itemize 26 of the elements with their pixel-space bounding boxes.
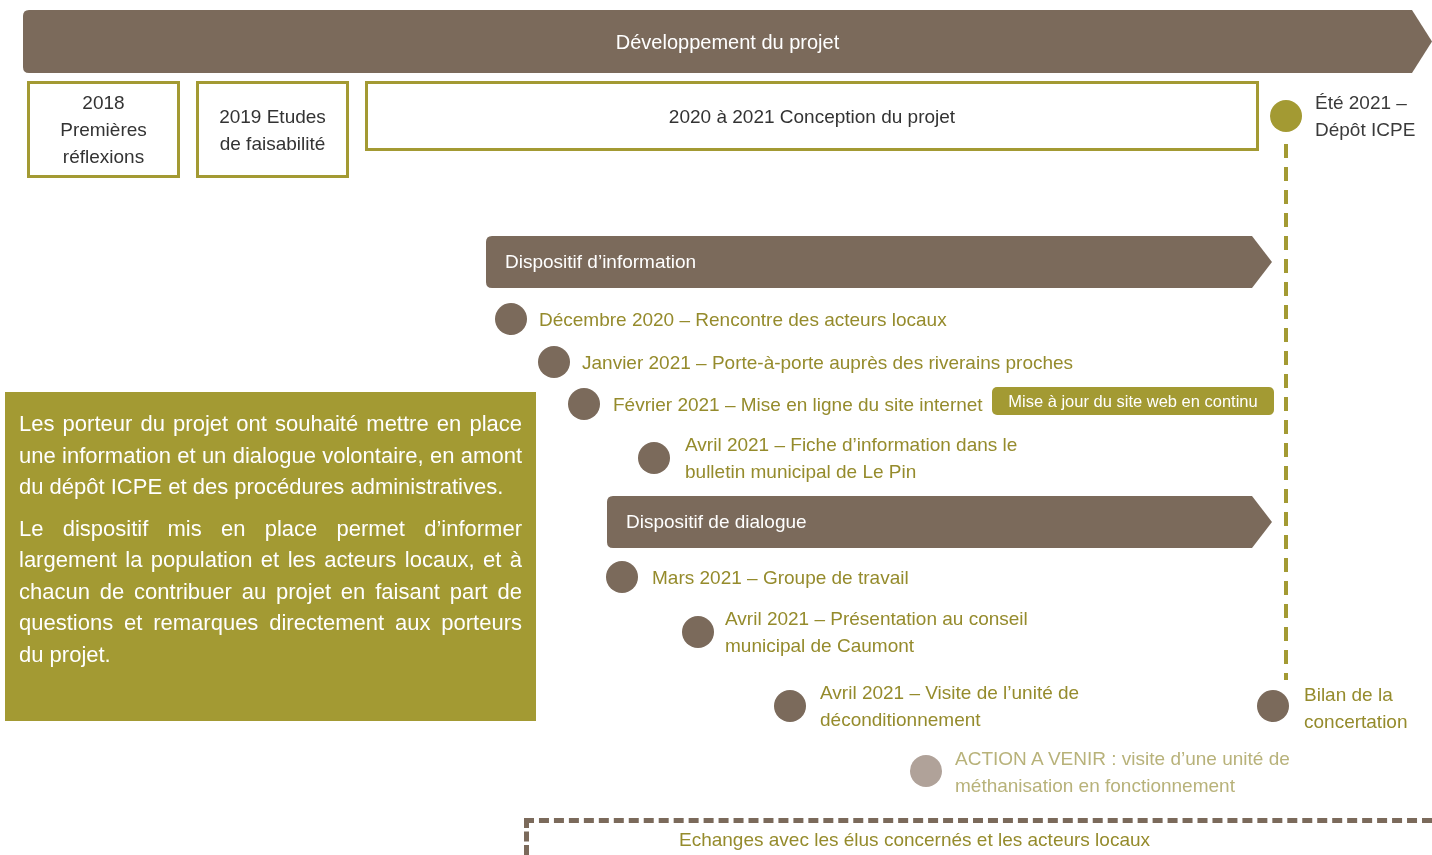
event-text: Décembre 2020 – Rencontre des acteurs locaux bbox=[539, 307, 948, 332]
phase-banner bbox=[23, 10, 1432, 73]
frame-title: Echanges avec les élus concernés et les acteurs locaux bbox=[679, 829, 1151, 851]
banner-title: Dispositif d’information bbox=[505, 251, 697, 273]
phase-banner bbox=[486, 236, 1272, 288]
event-text: Janvier 2021 – Porte-à-porte auprès des riverains proches bbox=[582, 350, 1075, 375]
text-panel bbox=[5, 392, 536, 721]
paragraph: Les porteur du projet ont souhaité mettre en place une information et un dialogue volontaire, en amont du dépôt ICPE et des procédures administratives. bbox=[19, 410, 522, 501]
event-text: Mars 2021 – Groupe de travail bbox=[652, 565, 910, 590]
event-text: Été 2021 – Dépôt ICPE bbox=[1315, 91, 1417, 142]
event-text: Février 2021 – Mise en ligne du site internet bbox=[613, 392, 984, 417]
phase-box: 2018 Premières réflexions bbox=[27, 81, 180, 178]
phase-box: 2020 à 2021 Conception du projet bbox=[365, 81, 1259, 151]
event-text: ACTION A VENIR : visite d’une unité de méthanisation en fonctionnement bbox=[955, 747, 1291, 798]
phase-box: 2019 Etudes de faisabilité bbox=[196, 81, 349, 178]
status-bar: Mise à jour du site web en continu bbox=[992, 387, 1274, 415]
phase-banner bbox=[607, 496, 1272, 548]
event-text: Avril 2021 – Visite de l’unité de déconditionnement bbox=[820, 681, 1081, 732]
paragraph: Le dispositif mis en place permet d’informer largement la population et les acteurs locaux, et à chacun de contribuer au projet en faisant part de questions et remarques directement aux porteurs du projet. bbox=[19, 514, 522, 669]
dashed-frame bbox=[524, 818, 1432, 855]
event-text: Bilan de la concertation bbox=[1304, 683, 1409, 734]
banner-title: Développement du projet bbox=[614, 30, 841, 53]
event-text: Avril 2021 – Fiche d’information dans le bulletin municipal de Le Pin bbox=[685, 433, 1019, 484]
event-text: Avril 2021 – Présentation au conseil municipal de Caumont bbox=[725, 607, 1029, 658]
dashed-connector bbox=[1284, 144, 1288, 680]
banner-title: Dispositif de dialogue bbox=[626, 511, 807, 533]
